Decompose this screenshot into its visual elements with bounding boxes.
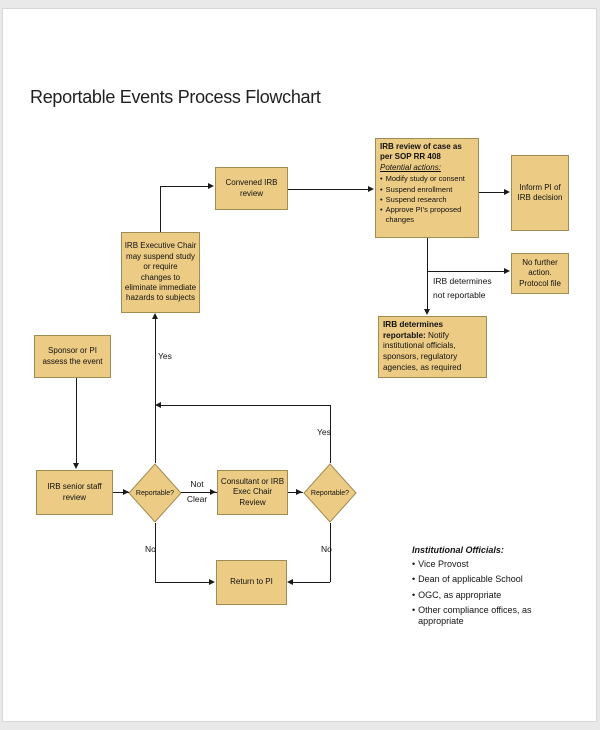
legend-text: Dean of applicable School — [418, 574, 523, 585]
arrowhead-into-seniorstaff — [73, 463, 79, 469]
node-determines-reportable-rest: Notify institutional officials, sponsors… — [383, 330, 462, 372]
node-irb-senior-staff-review: IRB senior staff review — [36, 470, 113, 515]
diamond-shape — [303, 463, 357, 523]
label-not-reportable: IRB determines not reportable — [433, 276, 492, 300]
node-consultant-exec-chair-review: Consultant or IRB Exec Chair Review — [217, 470, 288, 515]
node-sponsor-or-pi: Sponsor or PI assess the event — [34, 335, 111, 378]
connector-branch-no-further — [428, 271, 505, 272]
connector-decision2-no-down — [330, 523, 331, 582]
legend-text: Other compliance offices, as appropriate — [418, 604, 532, 626]
bullet-item: • Approve PI's proposed changes — [380, 205, 474, 224]
bullet-icon: • — [412, 604, 416, 615]
connector-case-to-informpi — [479, 192, 505, 193]
arrowhead-into-returnpi-left — [209, 579, 215, 585]
arrowhead-into-no-further — [504, 268, 510, 274]
bullet-icon: • — [380, 184, 383, 194]
legend-title: Institutional Officials: — [412, 545, 504, 555]
arrowhead-into-decision2 — [296, 489, 302, 495]
connector-consultant-to-decision2 — [288, 492, 303, 493]
legend-item: • Dean of applicable School — [412, 574, 550, 585]
bullet-icon: • — [380, 205, 383, 215]
node-determines-reportable-bold: IRB determines reportable: — [383, 320, 444, 340]
bullet-icon: • — [412, 589, 416, 600]
connector-yes-trunk-up — [155, 319, 156, 463]
decision-reportable-1: Reportable? — [128, 463, 182, 523]
label-no-left: No — [145, 544, 156, 554]
arrowhead-into-execchair — [152, 313, 158, 319]
label-not-clear: Not Clear — [186, 479, 208, 504]
node-convened-irb-review: Convened IRB review — [215, 167, 288, 210]
node-irb-review-subtitle: Potential actions: — [380, 162, 441, 172]
arrowhead-into-case — [368, 186, 374, 192]
connector-execchair-up — [160, 186, 161, 232]
legend-text: Vice Provost — [418, 559, 469, 569]
connector-decision2-yes-up — [330, 405, 331, 463]
bullet-item: • Suspend enrollment — [380, 185, 474, 194]
diamond-shape — [128, 463, 182, 523]
label-no-right: No — [321, 544, 332, 554]
node-inform-pi: Inform PI of IRB decision — [511, 155, 569, 231]
node-irb-review-of-case: IRB review of case as per SOP RR 408 Pot… — [375, 138, 479, 238]
arrowhead-join-yes-trunk — [155, 402, 161, 408]
decision-reportable-2: Reportable? — [303, 463, 357, 523]
legend-item: • OGC, as appropriate — [412, 590, 550, 601]
node-return-to-pi: Return to PI — [216, 560, 287, 605]
node-irb-executive-chair: IRB Executive Chair may suspend study or… — [121, 232, 200, 313]
arrowhead-into-returnpi-right — [287, 579, 293, 585]
arrowhead-into-decision1 — [123, 489, 129, 495]
decision-2-label: Reportable? — [310, 489, 350, 497]
connector-convened-to-case — [288, 189, 369, 190]
bullet-item: • Suspend research — [380, 195, 474, 204]
arrowhead-into-consultant — [210, 489, 216, 495]
bullet-icon: • — [380, 194, 383, 204]
connector-decision1-no-down — [155, 523, 156, 582]
bullet-item: • Modify study or consent — [380, 174, 474, 183]
arrowhead-into-informpi — [504, 189, 510, 195]
node-irb-review-bullet-list: • Modify study or consent • Suspend enro… — [380, 174, 474, 224]
bullet-text: Suspend research — [385, 194, 447, 204]
connector-seniorstaff-to-decision1 — [113, 492, 129, 493]
page-title: Reportable Events Process Flowchart — [30, 87, 321, 107]
bullet-icon: • — [412, 559, 416, 569]
label-yes-right: Yes — [317, 427, 331, 437]
bullet-icon: • — [380, 174, 383, 184]
connector-decision1-no-right — [155, 582, 210, 583]
connector-decision2-yes-left — [161, 405, 330, 406]
connector-execchair-to-convened — [160, 186, 210, 187]
legend-item: • Vice Provost — [412, 559, 550, 570]
node-no-further-action: No further action. Protocol file — [511, 253, 569, 294]
legend-text: OGC, as appropriate — [418, 589, 502, 600]
institutional-officials-legend: Institutional Officials: • Vice Provost … — [412, 545, 572, 627]
node-irb-review-title: IRB review of case as per SOP RR 408 — [380, 142, 462, 162]
node-irb-determines-reportable: IRB determines reportable: Notify instit… — [378, 316, 487, 378]
decision-1-label: Reportable? — [135, 489, 175, 497]
connector-sponsor-to-seniorstaff — [76, 378, 77, 464]
label-yes-left: Yes — [158, 351, 172, 361]
arrowhead-into-determines-reportable — [424, 309, 430, 315]
bullet-text: Suspend enrollment — [385, 184, 453, 194]
bullet-icon: • — [412, 574, 416, 585]
arrowhead-into-convened — [208, 183, 214, 189]
connector-decision2-no-left — [293, 582, 330, 583]
bullet-text: Approve PI's proposed changes — [385, 205, 462, 224]
connector-case-down — [427, 238, 428, 310]
connector-decision1-to-consultant — [181, 492, 217, 493]
legend-item: • Other compliance offices, as appropria… — [412, 605, 550, 628]
bullet-text: Modify study or consent — [385, 174, 465, 184]
